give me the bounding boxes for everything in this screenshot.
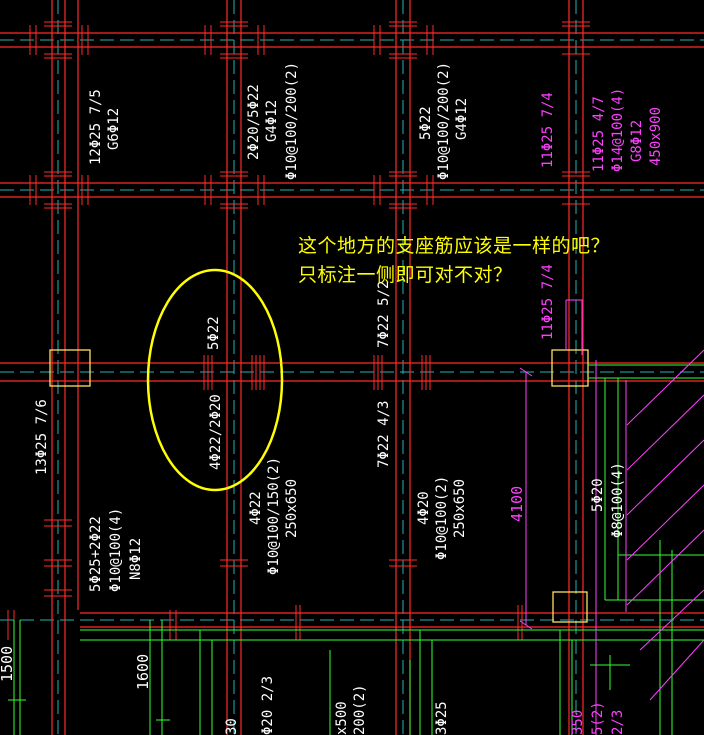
anno-c2: Φ10@100/200(2) bbox=[436, 62, 452, 180]
anno-b-cut5: 3Φ25 bbox=[434, 701, 450, 735]
anno-b-cut1: Φ20 2/3 bbox=[260, 676, 276, 735]
anno-c1: 5Φ22 bbox=[418, 106, 434, 140]
anno-e3: G8Φ12 bbox=[629, 120, 645, 162]
anno-b-cut3: x500 bbox=[334, 701, 350, 735]
anno-b-cut4: 200(2) bbox=[352, 684, 368, 735]
anno-e2: Φ14@100(4) bbox=[610, 88, 626, 172]
anno-m1: 5Φ20 bbox=[590, 478, 606, 512]
annotations: 12Φ25 7/5 G6Φ12 2Φ20/5Φ22 G4Φ12 Φ10@100/… bbox=[0, 62, 664, 735]
anno-b-cut6: 350 bbox=[570, 710, 586, 735]
anno-g2: 7Φ22 4/3 bbox=[376, 401, 392, 468]
dim-1500: 1500 bbox=[0, 646, 16, 682]
wall-lines bbox=[8, 299, 704, 735]
anno-e4: 450x900 bbox=[648, 107, 664, 166]
anno-j2: Φ10@100(4) bbox=[108, 508, 124, 592]
anno-d1: 11Φ25 7/4 bbox=[540, 92, 556, 168]
anno-a2: G6Φ12 bbox=[106, 108, 122, 150]
anno-m2: Φ8@100(4) bbox=[610, 462, 626, 538]
anno-f1: 5Φ22 bbox=[206, 316, 222, 350]
anno-b2: G4Φ12 bbox=[264, 100, 280, 142]
anno-b-cut2: 30 bbox=[224, 718, 240, 735]
anno-c3: G4Φ12 bbox=[454, 98, 470, 140]
anno-h1: 11Φ25 7/4 bbox=[540, 264, 556, 340]
anno-k1: 4Φ22 bbox=[248, 491, 264, 525]
anno-b-cut8: 2/3 bbox=[610, 710, 626, 735]
anno-a1: 12Φ25 7/5 bbox=[88, 89, 104, 165]
anno-b3: Φ10@100/200(2) bbox=[284, 62, 300, 180]
anno-f2: 4Φ22/2Φ20 bbox=[208, 394, 224, 470]
anno-j1: 5Φ25+2Φ22 bbox=[88, 516, 104, 592]
anno-b-cut7: 5(2) bbox=[590, 701, 606, 735]
question-line-1: 这个地方的支座筋应该是一样的吧？ bbox=[298, 235, 611, 257]
anno-l1: 4Φ20 bbox=[416, 491, 432, 525]
anno-j3: N8Φ12 bbox=[128, 538, 144, 580]
anno-k3: 250x650 bbox=[284, 479, 300, 538]
dim-1600: 1600 bbox=[134, 654, 152, 690]
dim-4100: 4100 bbox=[508, 486, 526, 522]
anno-g1: 7Φ22 5/2 bbox=[376, 281, 392, 348]
anno-b1: 2Φ20/5Φ22 bbox=[246, 84, 262, 160]
question-line-2: 只标注一侧即可对不对？ bbox=[298, 264, 513, 286]
anno-e1: 11Φ25 4/7 bbox=[591, 96, 607, 172]
anno-l2: Φ10@100(2) bbox=[434, 476, 450, 560]
columns bbox=[49, 349, 589, 623]
anno-l3: 250x650 bbox=[452, 479, 468, 538]
anno-k2: Φ10@100/150(2) bbox=[266, 457, 282, 575]
anno-i1: 13Φ25 7/6 bbox=[34, 399, 50, 475]
highlight-ellipse bbox=[146, 268, 284, 492]
